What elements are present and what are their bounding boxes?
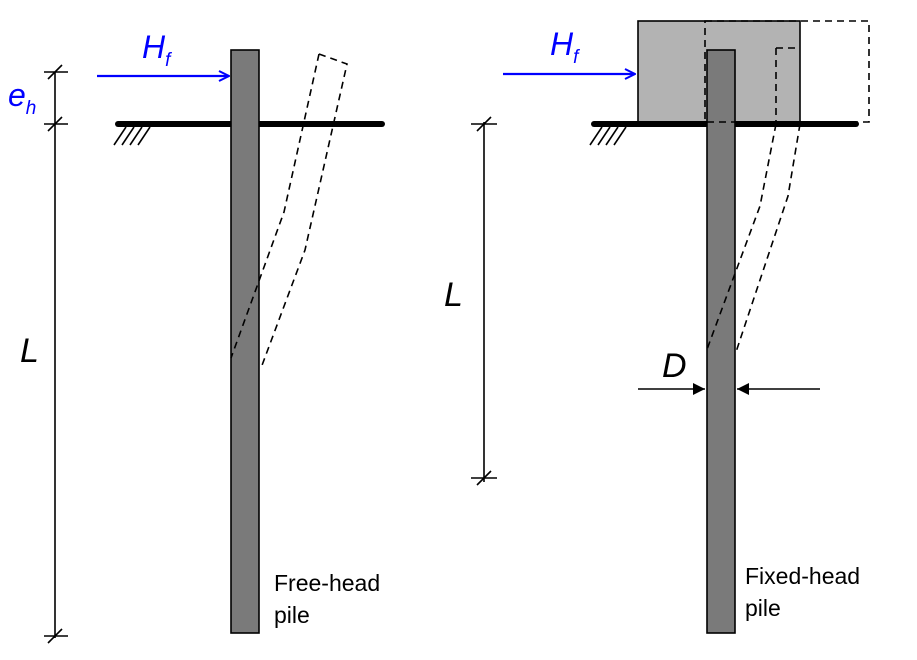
- fixed-head-pile-figure: L Hf D Fixed-head pi: [444, 20, 870, 634]
- left-deflected-shape: [230, 53, 348, 369]
- left-dimension-line: [44, 64, 68, 644]
- free-head-pile-figure: eh L Hf Free-head pile: [8, 29, 387, 644]
- right-ground-hatch: [589, 126, 627, 146]
- diameter-label: D: [662, 347, 687, 385]
- left-ground-hatch: [113, 126, 151, 146]
- fixed-head-caption: Fixed-head pile: [745, 563, 866, 621]
- free-head-pile: [230, 49, 260, 634]
- right-force-label: Hf: [550, 26, 580, 68]
- left-force-subscript: f: [165, 50, 172, 71]
- eccentricity-subscript: h: [26, 98, 37, 119]
- eccentricity-label: eh: [8, 77, 36, 119]
- right-deflected-shape: [704, 20, 870, 353]
- fixed-head-pile: [706, 49, 736, 634]
- right-dimension-line: [471, 116, 497, 486]
- right-force-subscript: f: [573, 47, 580, 68]
- left-length-label: L: [20, 332, 39, 370]
- left-force-label: Hf: [142, 29, 172, 71]
- free-head-caption: Free-head pile: [274, 570, 387, 628]
- right-length-label: L: [444, 276, 463, 314]
